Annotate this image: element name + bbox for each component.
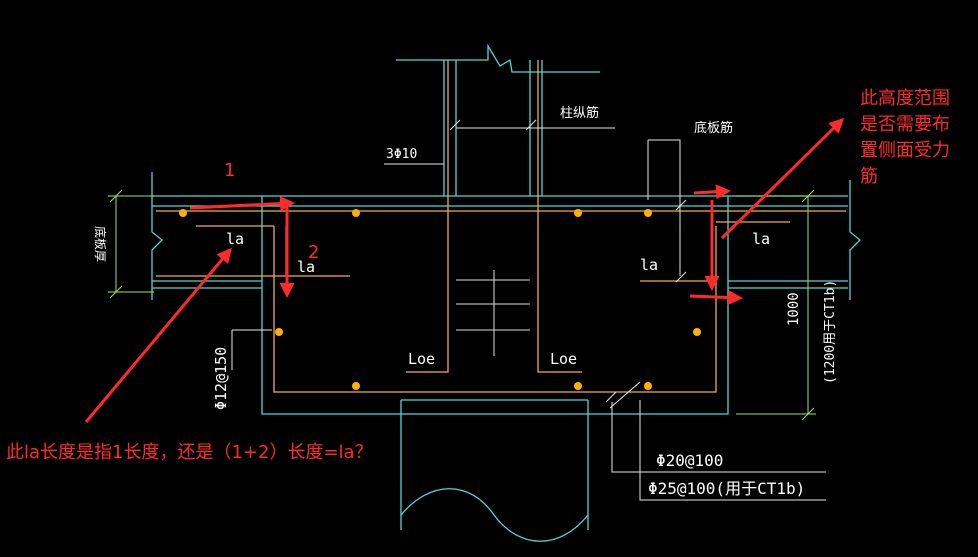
annotation-arrows — [84, 117, 845, 423]
arrow-right-top — [693, 184, 731, 200]
bottom-bar-label-1: Φ20@100 — [656, 451, 723, 470]
arrow-left-question — [84, 247, 232, 423]
column-bar-label: 柱纵筋 — [560, 105, 599, 121]
la-right-top: la — [752, 230, 770, 248]
bottom-bar-label-2: Φ25@100(用于CT1b) — [648, 479, 805, 498]
concrete-outline — [151, 43, 861, 542]
bottom-slab-bar-label: 底板筋 — [694, 120, 733, 136]
marker-2: 2 — [308, 242, 319, 263]
loe-left: Loe — [408, 350, 435, 368]
side-bar-label: Φ12@150 — [212, 347, 230, 410]
column-stirrups — [456, 270, 530, 356]
la-left-top: la — [226, 230, 244, 248]
dim-1000-label: 1000 — [786, 292, 802, 326]
leader-lines — [231, 119, 826, 501]
stirrup-label: 3Φ10 — [386, 147, 417, 162]
dimension-lines — [108, 189, 816, 421]
arrow-right-bottom — [689, 290, 743, 306]
loe-right: Loe — [550, 350, 577, 368]
rebar-lines — [156, 60, 846, 393]
marker-1: 1 — [224, 160, 235, 181]
arrow-marker-1 — [189, 196, 295, 212]
la-left-vertical: la — [297, 258, 315, 276]
slab-thickness-label: 底板厚 — [93, 226, 108, 262]
question-left-note: 此la长度是指1长度，还是（1+2）长度=la？ — [6, 442, 373, 463]
arrow-right-question — [720, 117, 845, 240]
dim-1200-label: (1200用于CT1b) — [823, 280, 838, 384]
la-right-vertical: la — [640, 256, 658, 274]
rebar-dots — [179, 209, 701, 390]
question-right-note: 此高度范围 是否需要布 置侧面受力 筋 — [860, 88, 950, 187]
